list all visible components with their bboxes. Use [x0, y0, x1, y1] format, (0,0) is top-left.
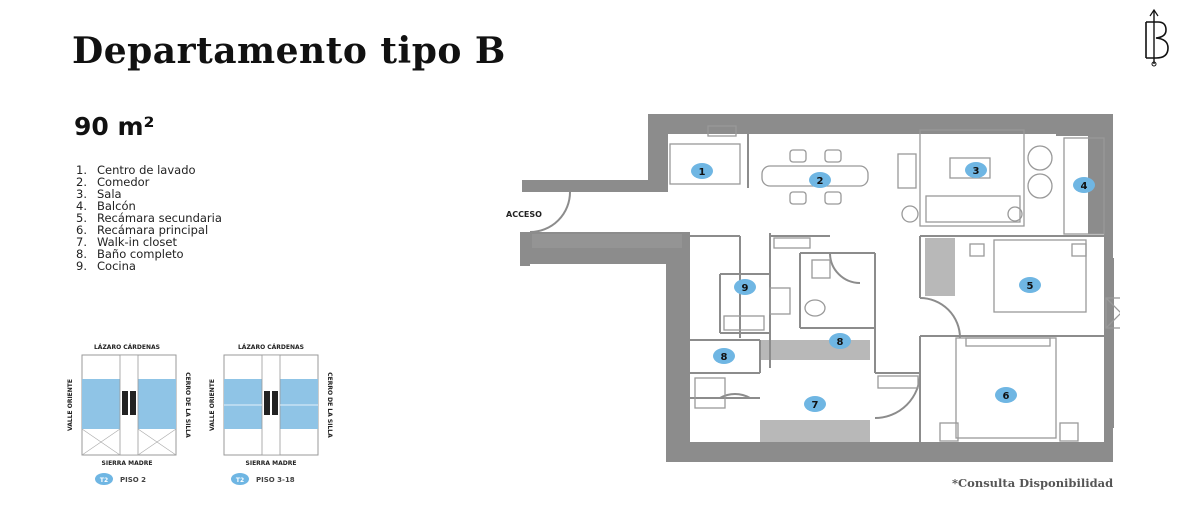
floor-label: PISO 3-18	[256, 476, 295, 484]
room-marker-label: 8	[721, 352, 728, 363]
list-item: 4.Balcón	[76, 199, 136, 213]
room-marker	[829, 333, 851, 349]
room-marker	[691, 163, 713, 179]
key-plan-piso-2: LÁZARO CÁRDENAS VALLE ORIENTE CERRO DE L…	[67, 344, 191, 485]
room-legend: 1.Centro de lavado 2.Comedor 3.Sala 4.Ba…	[76, 164, 222, 272]
list-item: 2.Comedor	[76, 175, 150, 189]
list-item: 3.Sala	[76, 187, 122, 201]
svg-text:VALLE ORIENTE: VALLE ORIENTE	[209, 379, 216, 431]
room-marker-label: 7	[812, 400, 819, 411]
svg-text:CERRO DE LA SILLA: CERRO DE LA SILLA	[184, 372, 191, 438]
svg-text:T2: T2	[236, 477, 244, 484]
list-item: 7.Walk-in closet	[76, 235, 177, 249]
page-title: Departamento tipo B	[72, 30, 506, 72]
room-marker-label: 5	[1027, 281, 1034, 292]
brand-logo	[1145, 8, 1169, 67]
room-marker-label: 2	[817, 176, 824, 187]
room-marker-label: 8	[837, 337, 844, 348]
floor-plan: ACCESO 1 2 3 4 5 6 7 8 8 9	[506, 114, 1120, 462]
list-item: 6.Recámara principal	[76, 223, 209, 237]
tower-badge	[95, 473, 113, 485]
room-marker	[995, 387, 1017, 403]
svg-text:CERRO DE LA SILLA: CERRO DE LA SILLA	[326, 372, 333, 438]
room-marker-label: 6	[1003, 391, 1010, 402]
svg-text:SIERRA MADRE: SIERRA MADRE	[246, 460, 297, 467]
list-item: 9.Cocina	[76, 259, 136, 273]
room-marker-label: 3	[973, 166, 980, 177]
access-label: ACCESO	[506, 210, 542, 219]
room-marker-label: 4	[1081, 181, 1088, 192]
room-marker	[1019, 277, 1041, 293]
list-item: 5.Recámara secundaria	[76, 211, 222, 225]
svg-text:VALLE ORIENTE: VALLE ORIENTE	[67, 379, 74, 431]
area-value: 90 m²	[74, 112, 155, 141]
room-marker	[713, 348, 735, 364]
svg-text:LÁZARO CÁRDENAS: LÁZARO CÁRDENAS	[238, 344, 304, 351]
room-marker	[804, 396, 826, 412]
room-marker	[1073, 177, 1095, 193]
room-marker-label: 1	[699, 167, 706, 178]
room-marker	[965, 162, 987, 178]
list-item: 8.Baño completo	[76, 247, 184, 261]
svg-text:LÁZARO CÁRDENAS: LÁZARO CÁRDENAS	[94, 344, 160, 351]
tower-badge	[231, 473, 249, 485]
room-marker-label: 9	[742, 283, 749, 294]
svg-text:T2: T2	[100, 477, 108, 484]
availability-note: *Consulta Disponibilidad	[952, 476, 1114, 490]
room-markers: 1 2 3 4 5 6 7 8 8 9	[691, 162, 1095, 412]
room-marker	[734, 279, 756, 295]
key-plan-piso-3-18: LÁZARO CÁRDENAS VALLE ORIENTE CERRO DE L…	[209, 344, 333, 485]
key-plans: LÁZARO CÁRDENAS VALLE ORIENTE CERRO DE L…	[67, 344, 333, 485]
list-item: 1.Centro de lavado	[76, 163, 196, 177]
floor-label: PISO 2	[120, 476, 146, 484]
svg-text:SIERRA MADRE: SIERRA MADRE	[102, 460, 153, 467]
room-marker	[809, 172, 831, 188]
